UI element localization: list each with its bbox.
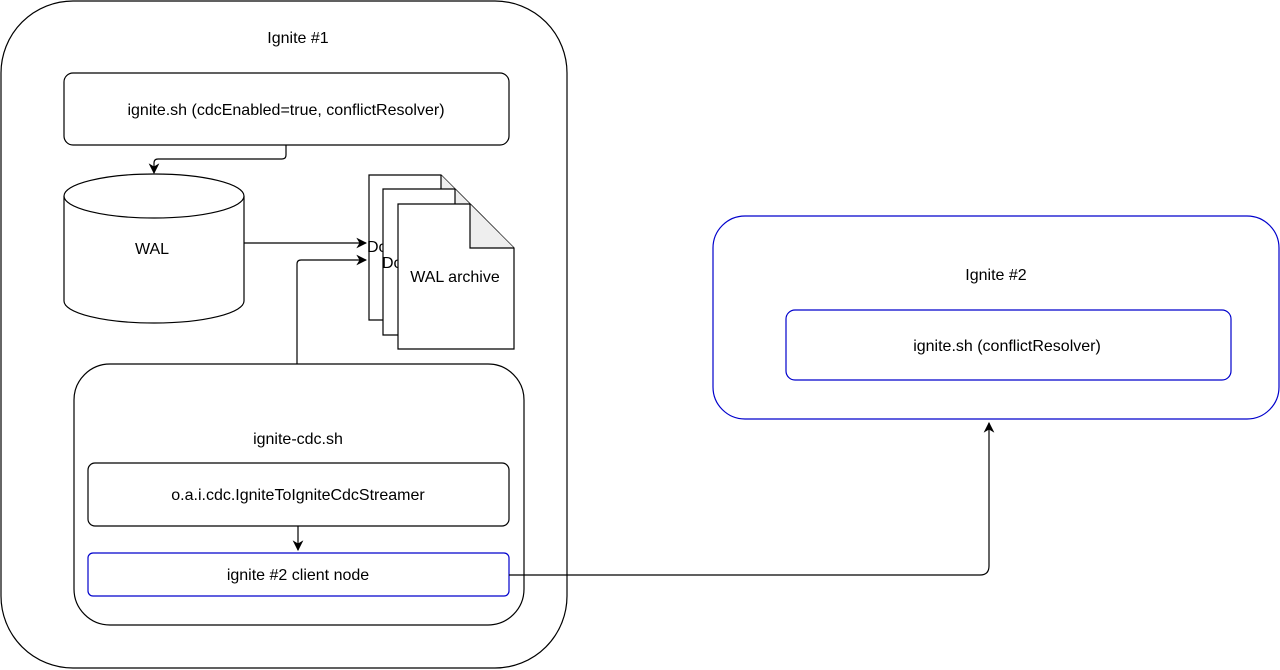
streamer-label: o.a.i.cdc.IgniteToIgniteCdcStreamer bbox=[171, 487, 425, 504]
archive-doc-front: WAL archive bbox=[397, 203, 515, 350]
client-node-box: ignite #2 client node bbox=[87, 552, 510, 597]
ignite1-server-label: ignite.sh (cdcEnabled=true, conflictReso… bbox=[127, 102, 444, 119]
arrow-server-to-wal bbox=[148, 145, 287, 175]
arrow-client-to-ignite2 bbox=[509, 421, 995, 576]
cdc-title: ignite-cdc.sh bbox=[253, 431, 343, 448]
ignite2-server-box: ignite.sh (conflictResolver) bbox=[785, 309, 1232, 381]
wal-archive-stack: Doc Doc WAL archive bbox=[367, 174, 515, 350]
ignite1-server-box: ignite.sh (cdcEnabled=true, conflictReso… bbox=[63, 72, 510, 146]
ignite1-title: Ignite #1 bbox=[267, 30, 328, 47]
arrow-cdc-to-archive bbox=[296, 254, 368, 364]
ignite2-server-label: ignite.sh (conflictResolver) bbox=[913, 338, 1101, 355]
wal-archive-label: WAL archive bbox=[410, 269, 500, 286]
wal-cylinder: WAL bbox=[63, 173, 245, 324]
client-node-label: ignite #2 client node bbox=[227, 567, 369, 584]
connectors bbox=[148, 145, 995, 576]
streamer-box: o.a.i.cdc.IgniteToIgniteCdcStreamer bbox=[87, 462, 510, 527]
wal-label: WAL bbox=[135, 241, 169, 258]
ignite2-title: Ignite #2 bbox=[965, 267, 1026, 284]
